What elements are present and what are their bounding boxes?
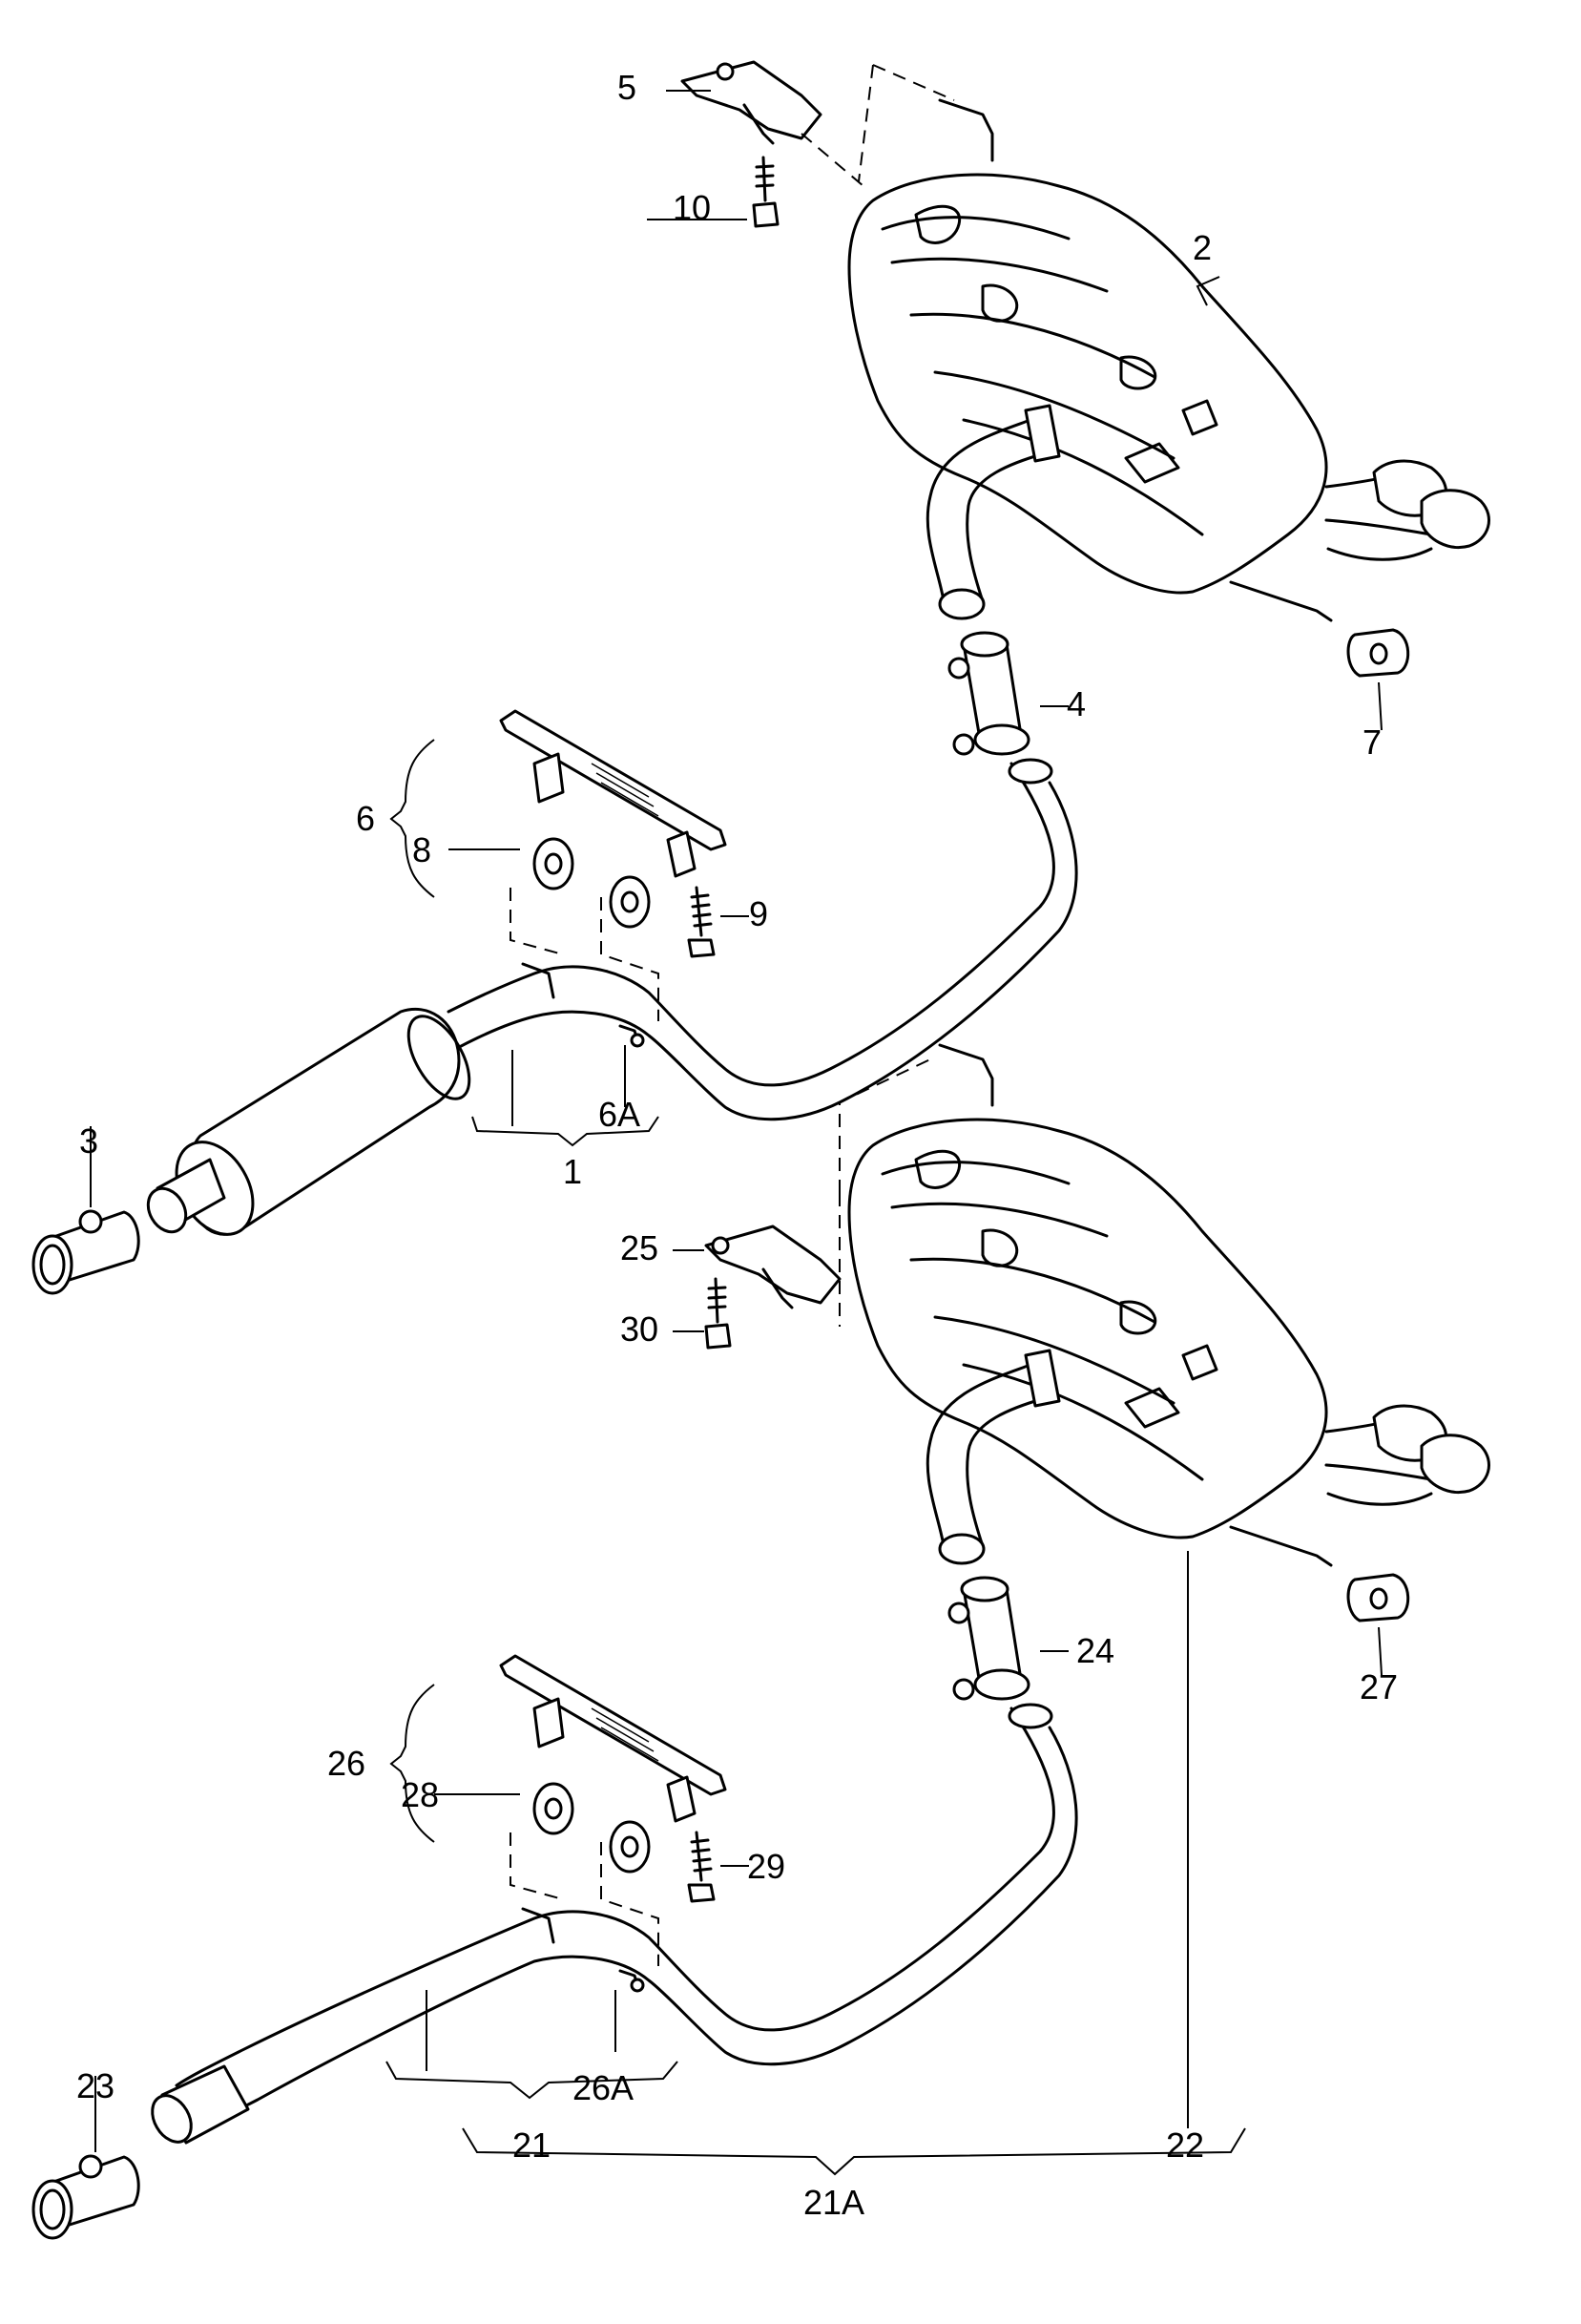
pipe-clamp-lower bbox=[947, 1576, 1030, 1701]
rear-silencer-upper bbox=[847, 98, 1333, 622]
callout-29: 29 bbox=[747, 1847, 785, 1886]
intermediate-pipe-lower bbox=[926, 1349, 1061, 1565]
tailpipes-lower bbox=[1324, 1404, 1490, 1506]
callout-6a: 6A bbox=[598, 1095, 640, 1134]
dashed-association-lines bbox=[510, 64, 955, 1966]
callout-6: 6 bbox=[356, 799, 375, 838]
brace-lines bbox=[385, 739, 1246, 2176]
callout-2: 2 bbox=[1193, 228, 1212, 267]
tailpipes-upper bbox=[1324, 459, 1490, 561]
callout-24: 24 bbox=[1076, 1631, 1114, 1670]
callout-labels: 5 10 2 4 7 6 8 9 6A 1 3 25 30 24 27 26 2… bbox=[76, 68, 1398, 2222]
callout-26: 26 bbox=[327, 1744, 365, 1783]
callout-27: 27 bbox=[1360, 1667, 1398, 1706]
pipe-clamp-upper bbox=[947, 631, 1030, 756]
mounting-bracket-lower bbox=[704, 1225, 842, 1350]
intermediate-pipe-upper bbox=[926, 404, 1061, 620]
rubber-mount-7 bbox=[1346, 628, 1410, 678]
leader-lines bbox=[90, 90, 1383, 2152]
pipe-clamp-front-upper bbox=[31, 1209, 140, 1295]
callout-22: 22 bbox=[1166, 2125, 1204, 2165]
front-pipe-with-middle-silencer bbox=[146, 758, 1078, 1236]
mounting-bracket-upper bbox=[680, 60, 822, 228]
callout-23: 23 bbox=[76, 2066, 114, 2105]
callout-7: 7 bbox=[1363, 722, 1382, 762]
callout-4: 4 bbox=[1067, 684, 1086, 723]
callout-9: 9 bbox=[749, 894, 768, 933]
rear-silencer-lower bbox=[847, 1043, 1333, 1567]
callout-21: 21 bbox=[512, 2125, 551, 2165]
callout-28: 28 bbox=[401, 1775, 439, 1814]
rubber-mount-27 bbox=[1346, 1573, 1410, 1623]
callout-5: 5 bbox=[617, 68, 636, 107]
pipe-clamp-front-lower bbox=[31, 2154, 140, 2240]
callout-25: 25 bbox=[620, 1228, 658, 1267]
hanger-bracket-upper bbox=[499, 709, 727, 958]
front-pipe-lower bbox=[151, 1703, 1078, 2145]
callout-1: 1 bbox=[563, 1152, 582, 1191]
callout-26a: 26A bbox=[572, 2068, 634, 2107]
callout-3: 3 bbox=[79, 1121, 98, 1161]
callout-30: 30 bbox=[620, 1309, 658, 1349]
callout-21a: 21A bbox=[803, 2183, 864, 2222]
callout-8: 8 bbox=[412, 830, 431, 869]
hanger-bracket-lower bbox=[499, 1654, 727, 1903]
callout-10: 10 bbox=[673, 188, 711, 227]
